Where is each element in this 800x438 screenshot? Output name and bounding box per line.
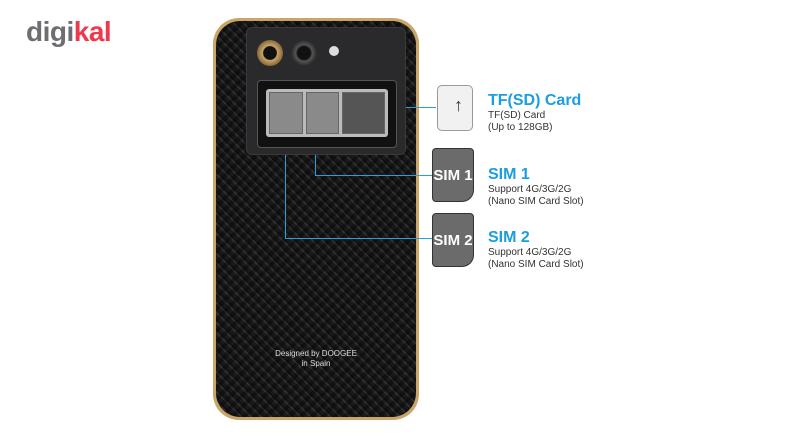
- sim2-label: SIM 2 Support 4G/3G/2G (Nano SIM Card Sl…: [488, 229, 584, 270]
- sim2-slot: [269, 92, 303, 134]
- sd-card-icon: ↑: [437, 85, 473, 131]
- camera-lens-icon: [257, 40, 283, 66]
- sim1-slot: [305, 92, 340, 134]
- sim2-card-icon: SIM 2: [432, 213, 474, 267]
- flash-icon: [329, 46, 339, 56]
- digikala-logo[interactable]: digikala: [26, 16, 110, 47]
- sim2-pointer-line: [285, 238, 433, 239]
- card-tray: [257, 80, 397, 148]
- arrow-up-icon: ↑: [454, 95, 463, 115]
- sim2-pointer-line: [285, 135, 286, 239]
- sd-label: TF(SD) Card TF(SD) Card (Up to 128GB): [488, 92, 582, 133]
- sd-slot: [342, 92, 385, 134]
- sim1-pointer-line: [315, 175, 433, 176]
- sim1-pointer-line: [315, 135, 316, 176]
- sim1-label: SIM 1 Support 4G/3G/2G (Nano SIM Card Sl…: [488, 166, 584, 207]
- sim1-card-icon: SIM 1: [432, 148, 474, 202]
- camera-lens-icon: [291, 40, 317, 66]
- camera-plate: [246, 27, 406, 155]
